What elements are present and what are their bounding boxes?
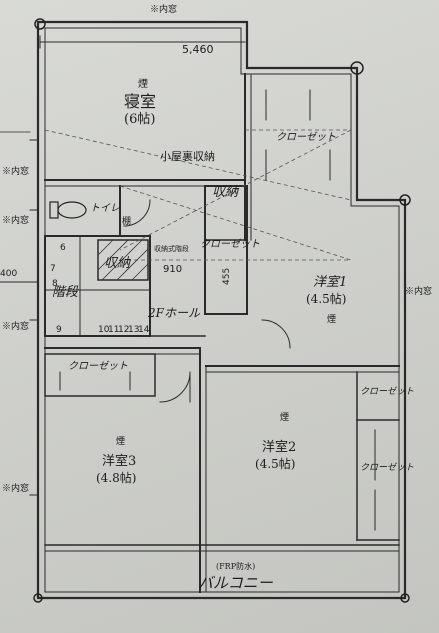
room-western3-size: (4.8帖) <box>96 471 137 485</box>
smoke-mark-western3: 煙 <box>116 437 126 447</box>
dimension-closet-depth: 455 <box>222 267 232 285</box>
room-western1-name: 洋室1 <box>313 275 348 290</box>
dimension-stair: 910 <box>163 264 183 275</box>
note-interior-window-left1: ※内窓 <box>2 167 30 177</box>
dimension-left: 400 <box>0 269 18 279</box>
room-hall-name: 2Fホール <box>148 306 200 320</box>
room-western3-name: 洋室3 <box>102 454 137 469</box>
closet-label-bedroom: クローゼット <box>276 132 336 143</box>
step-9: 9 <box>56 325 62 335</box>
room-storage-stair-name: 収納 <box>104 256 131 271</box>
room-western2-name: 洋室2 <box>262 440 297 455</box>
room-bedroom-name: 寝室 <box>124 92 157 111</box>
room-balcony-name: バルコニー <box>198 574 273 592</box>
room-toilet-name: トイレ <box>90 203 120 214</box>
dimension-top: 5,460 <box>182 43 214 56</box>
note-interior-window-left3: ※内窓 <box>2 322 30 332</box>
step-6: 6 <box>60 243 66 253</box>
closet-label-western3: クローゼット <box>68 361 128 372</box>
closet-label-western2-upper: クローゼット <box>360 387 415 397</box>
note-interior-window-left2: ※内窓 <box>2 216 30 226</box>
smoke-mark-western2: 煙 <box>280 413 290 423</box>
room-attic-name: 小屋裏収納 <box>160 150 215 163</box>
note-interior-window-right: ※内窓 <box>405 287 433 297</box>
balcony-note: (FRP防水) <box>216 562 256 571</box>
step-12: 12 <box>118 325 130 335</box>
step-11: 11 <box>108 325 120 335</box>
room-storage-name: 収納 <box>212 185 239 200</box>
room-bedroom-size: (6帖) <box>124 112 156 127</box>
step-14: 14 <box>138 325 150 335</box>
step-7: 7 <box>50 264 56 274</box>
attic-ladder-label: 収納式階段 <box>154 245 189 253</box>
note-interior-window-top: ※内窓 <box>150 5 178 15</box>
step-13: 13 <box>128 325 140 335</box>
smoke-mark-western1: 煙 <box>327 315 337 325</box>
note-interior-window-left4: ※内窓 <box>2 484 30 494</box>
room-western2-size: (4.5帖) <box>255 457 296 471</box>
step-8: 8 <box>52 279 58 289</box>
step-10: 10 <box>98 325 110 335</box>
room-western1-size: (4.5帖) <box>306 292 347 306</box>
closet-label-storage: クローゼット <box>200 239 260 250</box>
shelf-label: 棚 <box>122 217 132 227</box>
room-stairs-name: 階段 <box>52 285 79 300</box>
closet-label-western2-lower: クローゼット <box>360 463 415 473</box>
smoke-mark-bedroom: 煙 <box>138 79 148 90</box>
